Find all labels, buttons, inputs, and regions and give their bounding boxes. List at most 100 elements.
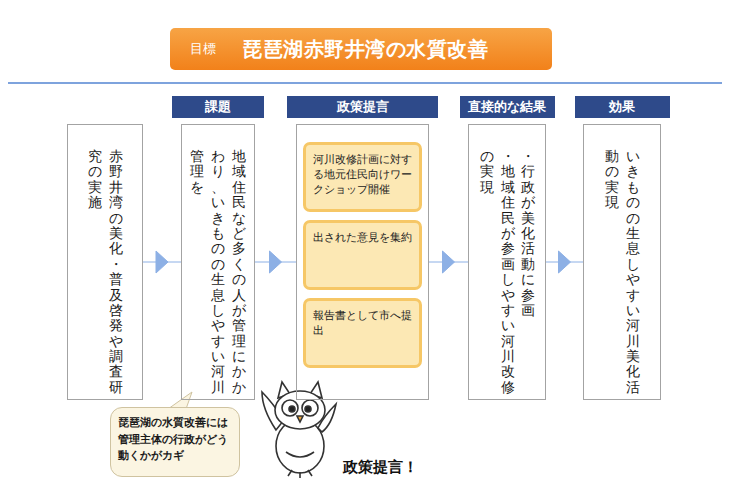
vertical-char: わ [211, 149, 225, 164]
vertical-char: く [232, 257, 246, 272]
vertical-char: す [501, 303, 515, 318]
vertical-char: 調 [109, 349, 123, 364]
vertical-char: す [211, 334, 225, 349]
vertical-char: が [521, 195, 535, 210]
vertical-char: き [211, 211, 225, 226]
vertical-char: 井 [109, 180, 123, 195]
vertical-char: な [232, 211, 246, 226]
vertical-char: も [626, 180, 640, 195]
vertical-char: 赤 [109, 149, 123, 164]
column-header: 直接的な結果 [460, 96, 555, 118]
vertical-char: 河 [211, 364, 225, 379]
vertical-char: 美 [521, 211, 535, 226]
vertical-char: 動 [521, 257, 535, 272]
vertical-char: 化 [626, 364, 640, 379]
vertical-char: 人 [232, 288, 246, 303]
column-box: 効果いきものの生息しやすい河川美化活動の実現 [583, 124, 661, 400]
vertical-char: 地 [501, 164, 515, 179]
vertical-char: か [232, 364, 246, 379]
column-box: 政策提言河川改修計画に対する地元住民向けワークショップ開催出された意見を集約報告… [296, 124, 429, 400]
divider-line [8, 82, 722, 84]
vertical-char: の [626, 211, 640, 226]
proposal-step-box: 河川改修計画に対する地元住民向けワークショップ開催 [303, 142, 422, 212]
vertical-char: を [190, 180, 204, 195]
vertical-char: や [626, 272, 640, 287]
vertical-char: し [626, 257, 640, 272]
vertical-char: 査 [109, 364, 123, 379]
flow-arrow [546, 251, 583, 273]
vertical-char: の [211, 241, 225, 256]
vertical-char: い [211, 195, 225, 210]
vertical-char: 画 [521, 303, 535, 318]
step-text: 出された意見を集約 [313, 231, 412, 246]
vertical-char: 河 [501, 334, 515, 349]
vertical-char: 画 [501, 257, 515, 272]
column-header: 課題 [172, 96, 264, 118]
vertical-char: 川 [211, 380, 225, 395]
column-header: 政策提言 [287, 96, 438, 118]
vertical-char: 現 [605, 195, 619, 210]
vertical-char: や [501, 288, 515, 303]
vertical-char: 現 [480, 180, 494, 195]
vertical-char: の [480, 149, 494, 164]
vertical-char: 河 [626, 318, 640, 333]
vertical-char: い [501, 318, 515, 333]
vertical-char: ・ [521, 149, 535, 164]
vertical-char: 化 [109, 241, 123, 256]
vertical-text: 地域住民など多くの人が管理にかかわり、いきものの生息しやすい河川管理を [190, 149, 246, 395]
vertical-char: 美 [109, 226, 123, 241]
step-text: 報告書として市へ提出 [313, 309, 412, 339]
column-box: 直接的な結果・行政が美化活動に参画・地域住民が参画しやすい河川改修の実現 [468, 124, 546, 400]
column-body: 地域住民など多くの人が管理にかかわり、いきものの生息しやすい河川管理を [182, 149, 254, 395]
owl-illustration [262, 382, 336, 478]
column-box: 課題地域住民など多くの人が管理にかかわり、いきものの生息しやすい河川管理を [181, 124, 255, 400]
vertical-char: に [521, 272, 535, 287]
vertical-text: ・地域住民が参画しやすい河川改修の実現 [480, 149, 515, 395]
goal-text: 琵琶湖赤野井湾の水質改善 [242, 36, 488, 63]
vertical-char: ど [232, 226, 246, 241]
vertical-char: 息 [626, 241, 640, 256]
vertical-char: も [211, 226, 225, 241]
vertical-char: 参 [521, 288, 535, 303]
vertical-char: 民 [501, 211, 515, 226]
vertical-char: 修 [501, 380, 515, 395]
vertical-char: 息 [211, 288, 225, 303]
vertical-char: 生 [626, 226, 640, 241]
vertical-char: や [211, 318, 225, 333]
vertical-char: の [232, 272, 246, 287]
vertical-char: 湾 [109, 195, 123, 210]
column-body: 赤野井湾の美化・普及啓発や調査研究の実施 [68, 149, 142, 395]
vertical-char: 理 [190, 164, 204, 179]
vertical-char: 美 [626, 349, 640, 364]
vertical-text: いきものの生息しやすい河川美化活動の実現 [605, 149, 640, 395]
step-text: 河川改修計画に対する地元住民向けワークショップ開催 [313, 153, 412, 198]
vertical-char: 活 [521, 241, 535, 256]
column-box: 赤野井湾の美化・普及啓発や調査研究の実施 [67, 124, 143, 400]
proposal-step-box: 出された意見を集約 [303, 220, 422, 290]
vertical-char: 野 [109, 164, 123, 179]
vertical-char: に [232, 349, 246, 364]
vertical-char: 、 [211, 180, 225, 195]
bubble-text: 琵琶湖の水質改善には管理主体の行政がどう動くかがカギ [118, 415, 232, 465]
column-body: いきものの生息しやすい河川美化活動の実現 [584, 149, 660, 395]
vertical-char: 活 [626, 380, 640, 395]
vertical-char: 住 [232, 180, 246, 195]
column-body: ・行政が美化活動に参画・地域住民が参画しやすい河川改修の実現 [469, 149, 545, 395]
vertical-char: 管 [190, 149, 204, 164]
vertical-char: 改 [501, 364, 515, 379]
vertical-char: 施 [88, 195, 102, 210]
vertical-char: 化 [521, 226, 535, 241]
vertical-char: い [211, 349, 225, 364]
vertical-text: 赤野井湾の美化・普及啓発や調査研究の実施 [88, 149, 123, 395]
vertical-char: 動 [605, 149, 619, 164]
vertical-char: 参 [501, 241, 515, 256]
vertical-char: 域 [232, 164, 246, 179]
vertical-char: し [501, 272, 515, 287]
vertical-char: 研 [109, 380, 123, 395]
vertical-char: 川 [501, 349, 515, 364]
goal-tag: 目標 [190, 40, 216, 58]
vertical-char: ・ [109, 257, 123, 272]
vertical-char: の [626, 195, 640, 210]
vertical-char: 実 [88, 180, 102, 195]
vertical-text: ・行政が美化活動に参画 [521, 149, 535, 395]
